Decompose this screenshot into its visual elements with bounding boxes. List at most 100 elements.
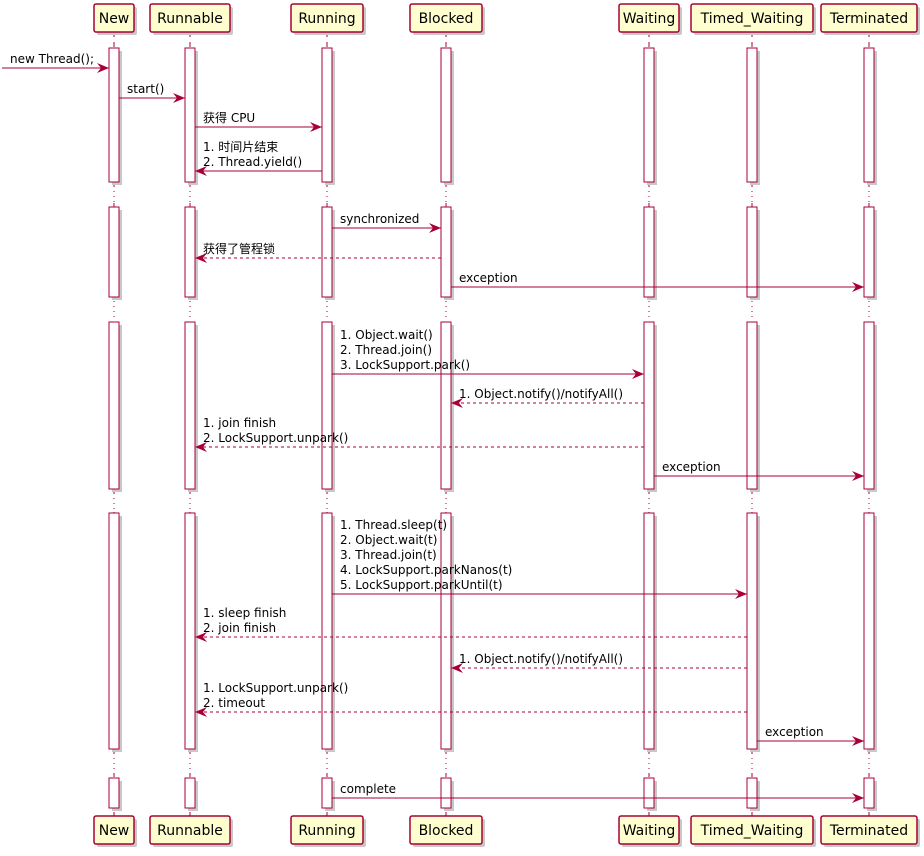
message-label: 获得了管程锁	[203, 241, 275, 256]
lifeline-gap	[324, 301, 330, 318]
activation-bar-runnable	[184, 206, 196, 298]
activation-bar-running	[321, 321, 333, 490]
activation-bar-timed_waiting	[746, 47, 758, 183]
message-label: 4. LockSupport.parkNanos(t)	[340, 563, 512, 577]
message-6: exception	[451, 271, 864, 292]
message-label: exception	[765, 725, 824, 739]
participant-terminated-top: Terminated	[820, 3, 920, 35]
message-7: 1. Object.wait()2. Thread.join()3. LockS…	[332, 328, 644, 379]
participant-label: Timed_Waiting	[700, 823, 804, 839]
participant-new-top: New	[93, 3, 137, 35]
participant-box	[149, 815, 231, 845]
message-label: 1. LockSupport.unpark()	[203, 681, 348, 695]
lifeline-gap	[749, 493, 755, 509]
message-label: exception	[459, 271, 518, 285]
lifeline-gap	[646, 301, 652, 318]
message-label: 2. LockSupport.unpark()	[203, 431, 348, 445]
lifeline-gap	[646, 186, 652, 203]
message-1: start()	[119, 82, 185, 103]
message-label: 2. Thread.join()	[340, 343, 432, 357]
message-label: complete	[340, 782, 396, 796]
activation-bar-running	[321, 777, 333, 809]
activation-bar-runnable	[184, 512, 196, 750]
participant-runnable-bottom: Runnable	[149, 815, 233, 847]
participant-label: Waiting	[623, 11, 676, 27]
activation-bar-running	[321, 512, 333, 750]
message-label: 3. Thread.join(t)	[340, 548, 437, 562]
participant-label: Timed_Waiting	[700, 11, 804, 27]
activation-bar-terminated	[863, 321, 875, 490]
message-5: 获得了管程锁	[195, 241, 441, 263]
participant-label: Waiting	[623, 823, 676, 839]
activation-bar-new	[108, 512, 120, 750]
message-label: 获得 CPU	[203, 110, 255, 125]
participant-label: Terminated	[829, 823, 908, 839]
activation-bar-running	[321, 206, 333, 298]
participant-box	[290, 815, 364, 845]
message-16: complete	[332, 782, 864, 803]
activation-bar-waiting	[643, 777, 655, 809]
participant-blocked-top: Blocked	[409, 3, 485, 35]
participant-box	[409, 815, 483, 845]
participant-box	[820, 3, 918, 33]
message-15: exception	[757, 725, 864, 746]
activation-bar-runnable	[184, 777, 196, 809]
message-10: exception	[654, 460, 864, 481]
activation-bar-terminated	[863, 512, 875, 750]
lifeline-gap	[749, 186, 755, 203]
activation-bar-blocked	[440, 777, 452, 809]
message-label: 2. timeout	[203, 696, 265, 710]
activation-bar-timed_waiting	[746, 206, 758, 298]
participant-running-top: Running	[290, 3, 366, 35]
lifeline-gap	[749, 301, 755, 318]
activation-bar-blocked	[440, 512, 452, 750]
participant-timed_waiting-top: Timed_Waiting	[690, 3, 816, 35]
message-label: start()	[127, 82, 164, 96]
lifeline-gap	[111, 493, 117, 509]
message-label: new Thread();	[10, 52, 94, 66]
lifeline-gap	[111, 301, 117, 318]
lifeline-gap	[866, 186, 872, 203]
activation-bar-blocked	[440, 321, 452, 490]
participant-label: Blocked	[419, 823, 474, 839]
lifeline-gap	[187, 186, 193, 203]
message-label: exception	[662, 460, 721, 474]
message-4: synchronized	[332, 212, 441, 233]
participant-label: Running	[298, 11, 355, 27]
participant-box	[409, 3, 483, 33]
message-label: synchronized	[340, 212, 419, 226]
participant-timed_waiting-bottom: Timed_Waiting	[690, 815, 816, 847]
participant-label: Running	[298, 823, 355, 839]
message-label: 3. LockSupport.park()	[340, 358, 470, 372]
activation-bar-timed_waiting	[746, 777, 758, 809]
participant-box	[93, 3, 135, 33]
message-label: 5. LockSupport.parkUntil(t)	[340, 578, 503, 592]
message-label: 2. Object.wait(t)	[340, 533, 437, 547]
activation-bar-new	[108, 777, 120, 809]
participant-box	[618, 815, 680, 845]
lifeline-gap	[646, 493, 652, 509]
message-0: new Thread();	[2, 52, 109, 73]
lifeline-gap	[866, 493, 872, 509]
participant-label: Blocked	[419, 11, 474, 27]
message-label: 1. Object.wait()	[340, 328, 433, 342]
participant-running-bottom: Running	[290, 815, 366, 847]
activation-bar-new	[108, 321, 120, 490]
participant-runnable-top: Runnable	[149, 3, 233, 35]
lifeline-gap	[111, 186, 117, 203]
participant-label: New	[99, 11, 130, 27]
activation-bar-terminated	[863, 206, 875, 298]
activation-bar-new	[108, 47, 120, 183]
lifeline-gap	[866, 301, 872, 318]
activation-bar-waiting	[643, 512, 655, 750]
participant-label: New	[99, 823, 130, 839]
participant-label: Runnable	[157, 823, 223, 839]
message-label: 1. Object.notify()/notifyAll()	[459, 387, 623, 401]
message-label: 1. 时间片结束	[203, 140, 278, 154]
participant-label: Terminated	[829, 11, 908, 27]
activation-bar-new	[108, 206, 120, 298]
participant-blocked-bottom: Blocked	[409, 815, 485, 847]
